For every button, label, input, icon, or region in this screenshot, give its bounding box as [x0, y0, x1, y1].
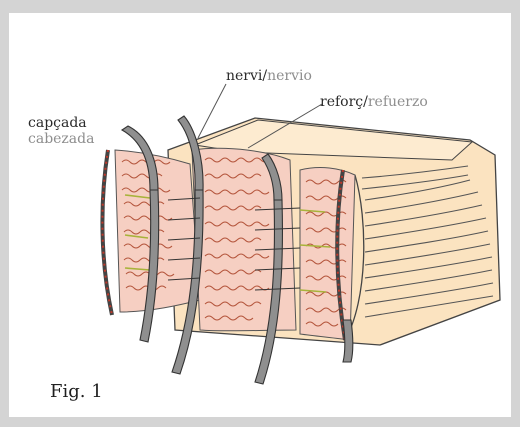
endband-label-es: cabezada: [28, 131, 94, 147]
cords-label-ca: nervi: [226, 68, 262, 84]
cord-4: [343, 320, 353, 362]
lining-label: reforç/refuerzo: [320, 94, 428, 110]
endband-label: capçada cabezada: [28, 115, 94, 147]
endband-label-ca: capçada: [28, 115, 94, 131]
lining-label-ca: reforç: [320, 94, 363, 110]
lining-label-es: refuerzo: [368, 94, 428, 110]
figure-caption: Fig. 1: [50, 381, 103, 402]
cords-label: nervi/nervio: [226, 68, 312, 84]
cords-label-es: nervio: [267, 68, 312, 84]
